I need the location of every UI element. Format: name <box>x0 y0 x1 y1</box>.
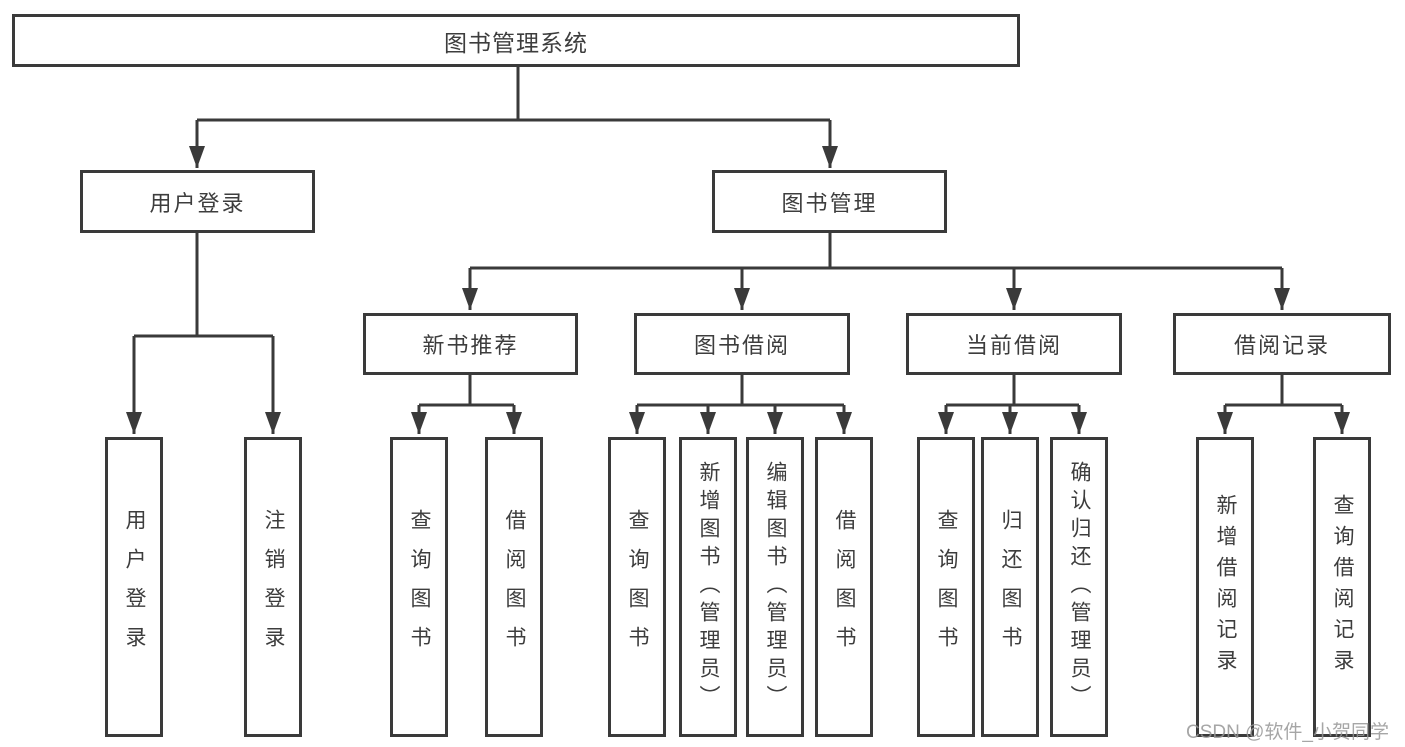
node-new-book-recommend-label: 新书推荐 <box>422 333 519 358</box>
leaf-return-book-label: 归还图书 <box>999 509 1022 665</box>
node-borrow-records-label: 借阅记录 <box>1233 333 1330 358</box>
leaf-edit-book-admin-label: 编辑图书（管理员） <box>764 461 787 713</box>
leaf-borrow-books-1: 借阅图书 <box>485 437 543 737</box>
node-user-login: 用户登录 <box>80 170 315 233</box>
leaf-add-book-admin-label: 新增图书（管理员） <box>697 461 720 713</box>
node-borrow-records: 借阅记录 <box>1173 313 1391 375</box>
node-book-management-label: 图书管理 <box>781 190 878 216</box>
leaf-add-borrow-record-label: 新增借阅记录 <box>1214 494 1237 680</box>
leaf-user-login-label: 用户登录 <box>123 509 146 665</box>
leaf-query-books-1: 查询图书 <box>390 437 448 737</box>
leaf-add-book-admin: 新增图书（管理员） <box>679 437 737 737</box>
leaf-return-book: 归还图书 <box>981 437 1039 737</box>
leaf-query-books-2: 查询图书 <box>608 437 666 737</box>
leaf-query-borrow-record: 查询借阅记录 <box>1313 437 1371 737</box>
leaf-borrow-books-2-label: 借阅图书 <box>833 509 856 665</box>
leaf-logout: 注销登录 <box>244 437 302 737</box>
node-current-borrow: 当前借阅 <box>906 313 1122 375</box>
connector-root <box>197 66 830 122</box>
connector-book-borrow <box>637 375 844 407</box>
node-root: 图书管理系统 <box>12 14 1020 67</box>
leaf-borrow-books-2: 借阅图书 <box>815 437 873 737</box>
node-root-label: 图书管理系统 <box>444 29 588 56</box>
leaf-add-borrow-record: 新增借阅记录 <box>1196 437 1254 737</box>
leaf-query-books-2-label: 查询图书 <box>626 509 649 665</box>
csdn-watermark: CSDN @软件_小贺同学 <box>1186 722 1389 743</box>
connector-book-management <box>470 233 1282 270</box>
connector-borrow-records <box>1225 375 1342 407</box>
leaf-confirm-return-admin: 确认归还（管理员） <box>1050 437 1108 737</box>
connector-new-book-recommend <box>419 375 514 407</box>
leaf-query-books-3-label: 查询图书 <box>935 509 958 665</box>
leaf-borrow-books-1-label: 借阅图书 <box>503 509 526 665</box>
leaf-query-borrow-record-label: 查询借阅记录 <box>1331 494 1354 680</box>
node-book-management: 图书管理 <box>712 170 947 233</box>
node-user-login-label: 用户登录 <box>149 190 246 216</box>
leaf-logout-label: 注销登录 <box>262 509 285 665</box>
leaf-edit-book-admin: 编辑图书（管理员） <box>746 437 804 737</box>
leaf-query-books-1-label: 查询图书 <box>408 509 431 665</box>
node-new-book-recommend: 新书推荐 <box>363 313 578 375</box>
node-book-borrow: 图书借阅 <box>634 313 850 375</box>
leaf-query-books-3: 查询图书 <box>917 437 975 737</box>
leaf-confirm-return-admin-label: 确认归还（管理员） <box>1068 461 1091 713</box>
leaf-user-login: 用户登录 <box>105 437 163 737</box>
node-current-borrow-label: 当前借阅 <box>965 333 1062 358</box>
node-book-borrow-label: 图书借阅 <box>693 333 790 358</box>
connector-current-borrow <box>946 375 1079 407</box>
connector-user-login <box>134 233 273 338</box>
